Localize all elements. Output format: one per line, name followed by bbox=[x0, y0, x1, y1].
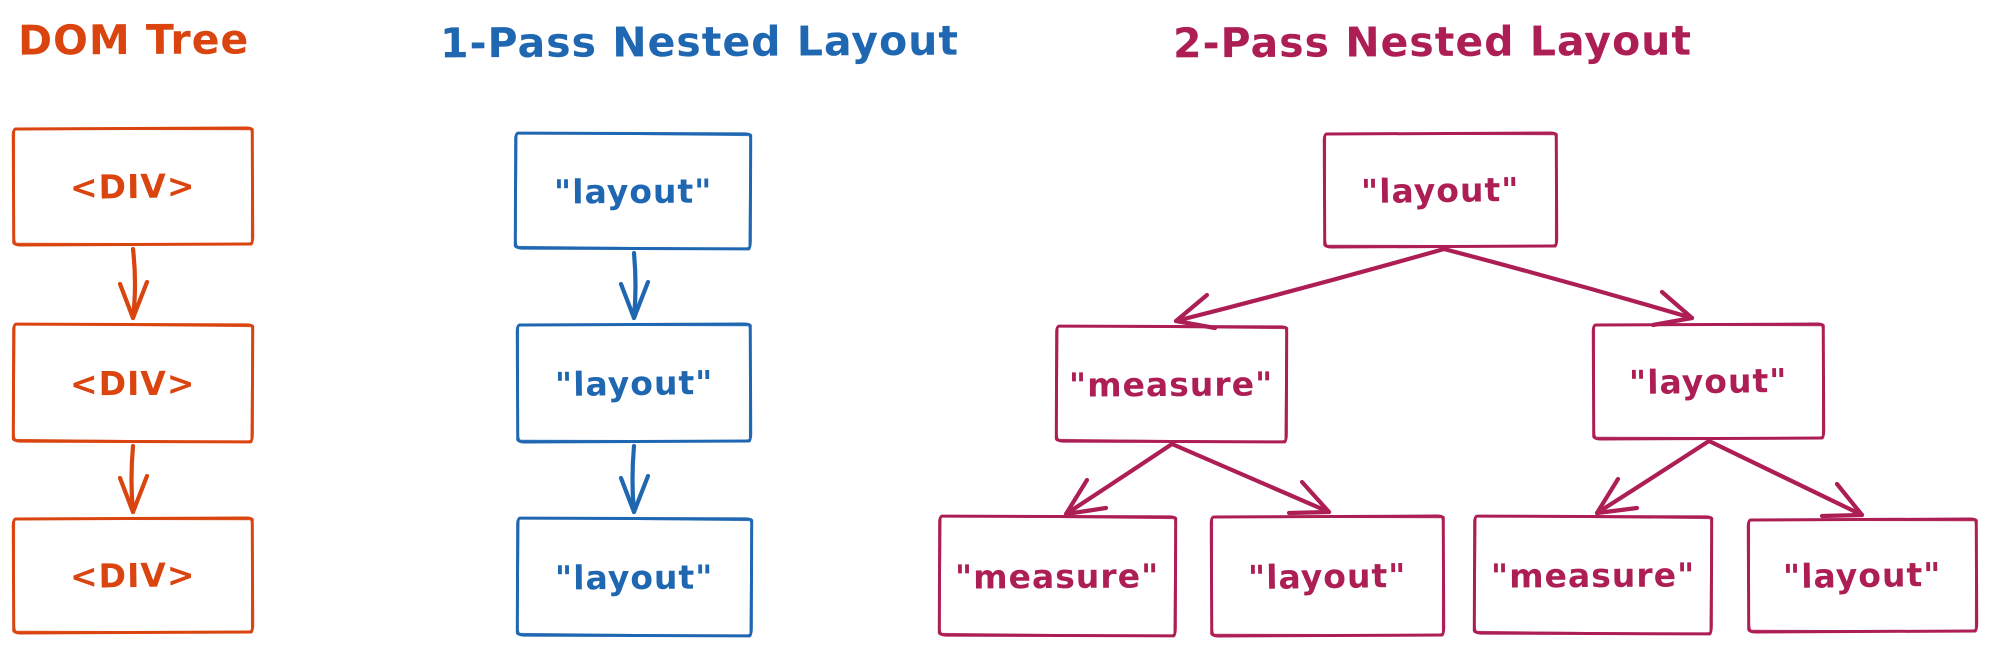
arrow-div1-to-div2 bbox=[117, 246, 150, 321]
dom-tree-node-div-2-label: <DIV> bbox=[70, 363, 196, 403]
two-pass-node-l3-layout-2-label: "layout" bbox=[1783, 554, 1942, 597]
two-pass-node-l2-measure: "measure" bbox=[1054, 324, 1289, 444]
arrow-l2-layout-to-l3-layout-2 bbox=[1706, 438, 1865, 519]
one-pass-node-layout-2: "layout" bbox=[515, 322, 753, 444]
one-pass-node-layout-3: "layout" bbox=[515, 516, 754, 638]
arrow-root-to-l2-layout bbox=[1441, 246, 1695, 328]
arrow-layout2-to-layout3 bbox=[618, 443, 651, 515]
dom-tree-node-div-1-label: <DIV> bbox=[69, 166, 196, 207]
arrow-l2-measure-to-l3-layout-1 bbox=[1169, 441, 1332, 516]
two-pass-node-root-layout-label: "layout" bbox=[1361, 169, 1520, 211]
two-pass-node-l3-layout-1-label: "layout" bbox=[1248, 555, 1407, 597]
two-pass-node-l3-layout-1: "layout" bbox=[1209, 514, 1446, 638]
dom-tree-node-div-3-label: <DIV> bbox=[69, 555, 196, 596]
arrow-root-to-l2-measure bbox=[1173, 246, 1447, 331]
arrow-div2-to-div3 bbox=[117, 443, 150, 515]
two-pass-node-l2-layout-label: "layout" bbox=[1629, 360, 1788, 403]
two-pass-node-l3-measure-2: "measure" bbox=[1472, 514, 1714, 636]
arrow-layout1-to-layout2 bbox=[618, 250, 651, 321]
dom-tree-node-div-1: <DIV> bbox=[11, 126, 255, 247]
two-pass-node-l2-measure-label: "measure" bbox=[1069, 363, 1274, 405]
arrow-l2-layout-to-l3-measure-2 bbox=[1594, 438, 1712, 516]
arrow-l2-measure-to-l3-measure-1 bbox=[1063, 441, 1175, 517]
two-pass-node-l3-measure-2-label: "measure" bbox=[1490, 554, 1696, 596]
two-pass-node-l3-measure-1: "measure" bbox=[937, 514, 1178, 638]
two-pass-node-root-layout: "layout" bbox=[1322, 131, 1559, 249]
two-pass-node-l3-layout-2: "layout" bbox=[1746, 517, 1979, 634]
one-pass-node-layout-3-label: "layout" bbox=[555, 557, 714, 597]
one-pass-node-layout-1: "layout" bbox=[513, 131, 753, 251]
one-pass-node-layout-1-label: "layout" bbox=[553, 171, 713, 211]
dom-tree-node-div-3: <DIV> bbox=[11, 516, 255, 635]
one-pass-node-layout-2-label: "layout" bbox=[554, 362, 714, 404]
dom-tree-node-div-2: <DIV> bbox=[11, 322, 255, 444]
two-pass-node-l2-layout: "layout" bbox=[1591, 322, 1826, 441]
two-pass-node-l3-measure-1-label: "measure" bbox=[955, 555, 1160, 597]
